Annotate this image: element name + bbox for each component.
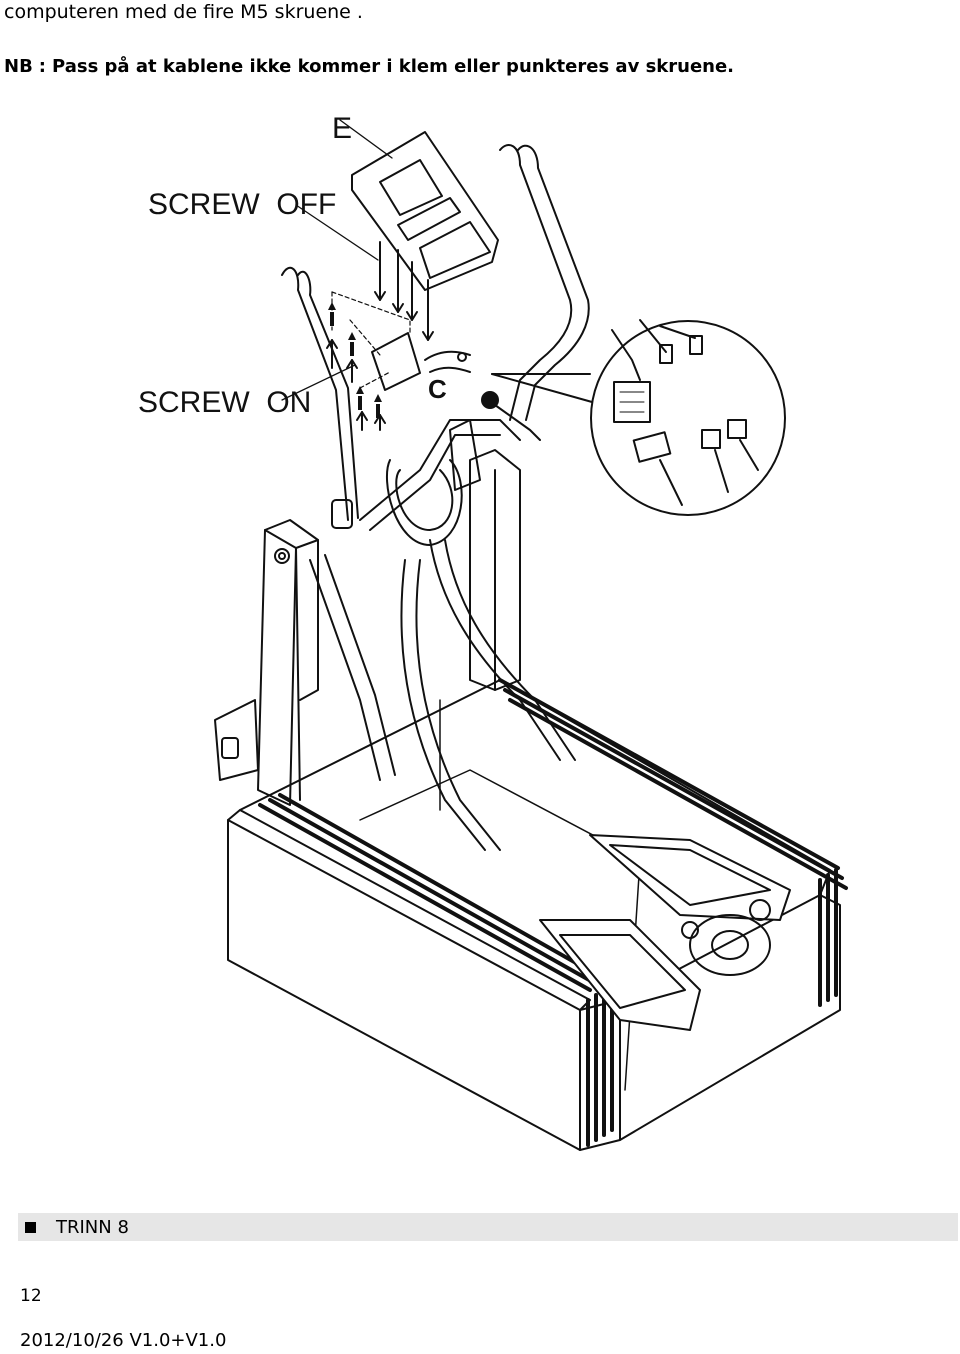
right-handle	[499, 144, 590, 421]
label-c: C	[428, 374, 447, 404]
rear-pedal	[589, 834, 791, 921]
bullet-square-icon	[25, 1221, 36, 1233]
leader-lines	[281, 119, 393, 401]
note-separator: :	[38, 56, 46, 77]
flywheel	[681, 914, 771, 976]
note-line: NB: Pass på at kablene ikke kommer i klem…	[4, 55, 734, 79]
step-label: TRINN 8	[56, 1216, 129, 1238]
console-e	[351, 131, 499, 291]
base-housing	[227, 678, 848, 1151]
step-heading: TRINN 8	[18, 1213, 958, 1241]
connector-callout	[491, 319, 786, 516]
note-prefix: NB	[4, 56, 33, 77]
mount-plate	[371, 332, 471, 391]
page-number: 12	[20, 1286, 42, 1306]
front-pedal	[539, 919, 701, 1031]
front-post	[214, 519, 319, 806]
left-handle	[281, 266, 359, 529]
label-screw-on: SCREW ON	[138, 386, 311, 419]
label-e: E	[332, 112, 352, 145]
screw-arrows	[326, 241, 434, 431]
assembly-diagram: E C SCREW OFF SCREW ON	[138, 112, 848, 1151]
linkage-arms	[309, 419, 576, 851]
connector-c	[449, 391, 541, 491]
instruction-line: computeren med de fire M5 skruene .	[4, 1, 363, 23]
version-label: 2012/10/26 V1.0+V1.0	[20, 1330, 227, 1351]
label-screw-off: SCREW OFF	[148, 188, 336, 221]
note-text: Pass på at kablene ikke kommer i klem el…	[52, 56, 735, 77]
dashed-guides	[331, 291, 411, 389]
